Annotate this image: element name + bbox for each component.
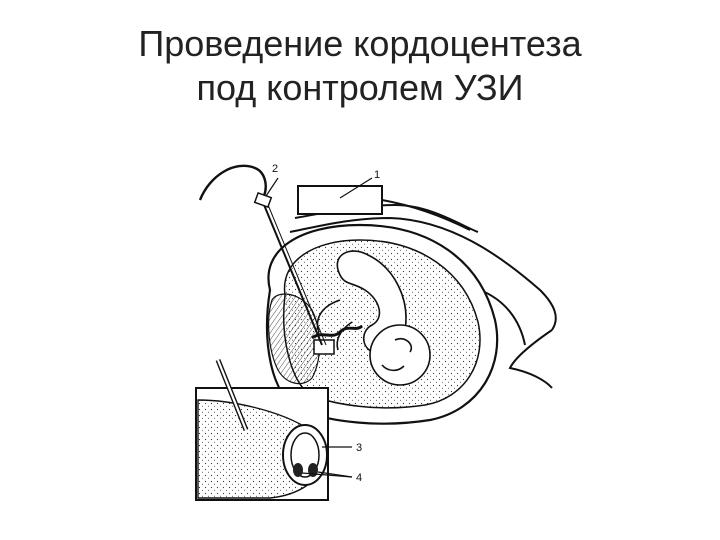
slide-title: Проведение кордоцентеза под контролем УЗ… <box>0 22 720 110</box>
inset-cord-section <box>195 359 329 501</box>
ultrasound-probe <box>297 185 471 231</box>
title-line-2: под контролем УЗИ <box>196 67 524 108</box>
label-2: 2 <box>272 163 278 175</box>
label-1: 1 <box>374 169 380 181</box>
title-line-1: Проведение кордоцентеза <box>138 23 582 64</box>
puncture-site-marker <box>313 339 335 355</box>
placenta <box>268 293 321 385</box>
umbilical-cord <box>311 324 364 340</box>
fetus <box>316 250 431 386</box>
puncture-needle <box>198 164 327 346</box>
label-3: 3 <box>356 442 362 454</box>
leader-lines <box>265 177 373 478</box>
label-4: 4 <box>356 472 362 484</box>
